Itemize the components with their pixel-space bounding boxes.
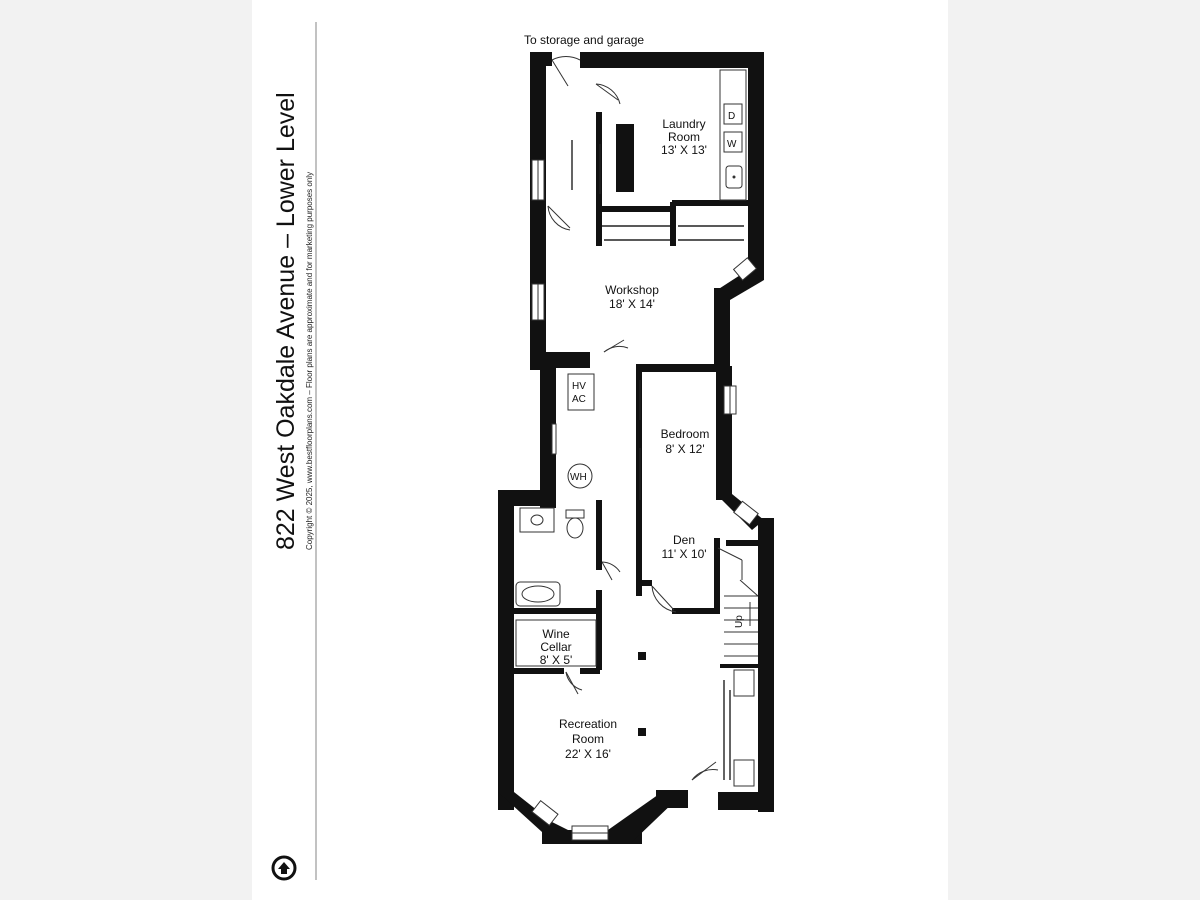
laundry-size: 13' X 13' [661,143,707,157]
water-heater [567,463,593,489]
room-wine-cellar: Wine Cellar 8' X 5' [515,619,597,667]
wine-name-2: Cellar [540,640,571,654]
room-laundry: Laundry Room 13' X 13' [661,117,707,157]
title-block: 822 West Oakdale Avenue – Lower Level Co… [272,22,317,880]
workshop-size: 18' X 14' [609,297,655,311]
floor-plan-sheet: 822 West Oakdale Avenue – Lower Level Co… [252,0,948,900]
bedroom-name: Bedroom [661,427,710,441]
workshop-name: Workshop [605,283,659,297]
plan-title: 822 West Oakdale Avenue – Lower Level [272,92,300,550]
room-recreation: Recreation Room 22' X 16' [559,717,617,761]
recreation-name-1: Recreation [559,717,617,731]
room-workshop: Workshop 18' X 14' [605,283,659,311]
fixtures: D W HV AC WH Up [515,69,759,787]
den-size: 11' X 10' [661,547,706,561]
recreation-size: 22' X 16' [565,747,611,761]
bathroom-sink [519,507,555,533]
hvac-label-2: AC [572,394,586,405]
room-den: Den 11' X 10' [661,533,706,561]
compass-icon [271,855,297,881]
recreation-name-2: Room [572,732,604,746]
washer [723,131,743,153]
wine-name-1: Wine [542,627,570,641]
laundry-name-1: Laundry [662,117,705,131]
copyright-note: Copyright © 2025, www.bestfloorplans.com… [305,172,314,550]
floor-plan-drawing: 822 West Oakdale Avenue – Lower Level Co… [271,22,774,881]
staircase [724,560,759,657]
laundry-name-2: Room [668,130,700,144]
toilet [566,517,584,539]
bedroom-size: 8' X 12' [665,442,704,456]
wine-size: 8' X 5' [540,653,573,667]
den-name: Den [673,533,695,547]
windows [531,159,759,841]
hvac-unit [567,373,595,411]
washer-label: W [727,139,737,150]
storage-garage-note: To storage and garage [524,33,644,47]
dryer-label: D [728,111,735,122]
hvac-label-1: HV [572,381,586,392]
room-bedroom: Bedroom 8' X 12' [661,427,710,456]
stairs-up-label: Up [734,615,745,628]
water-heater-label: WH [570,472,587,483]
doors [547,56,744,781]
interior-walls [514,112,760,736]
dryer [723,103,743,125]
toilet-tank [565,509,585,519]
